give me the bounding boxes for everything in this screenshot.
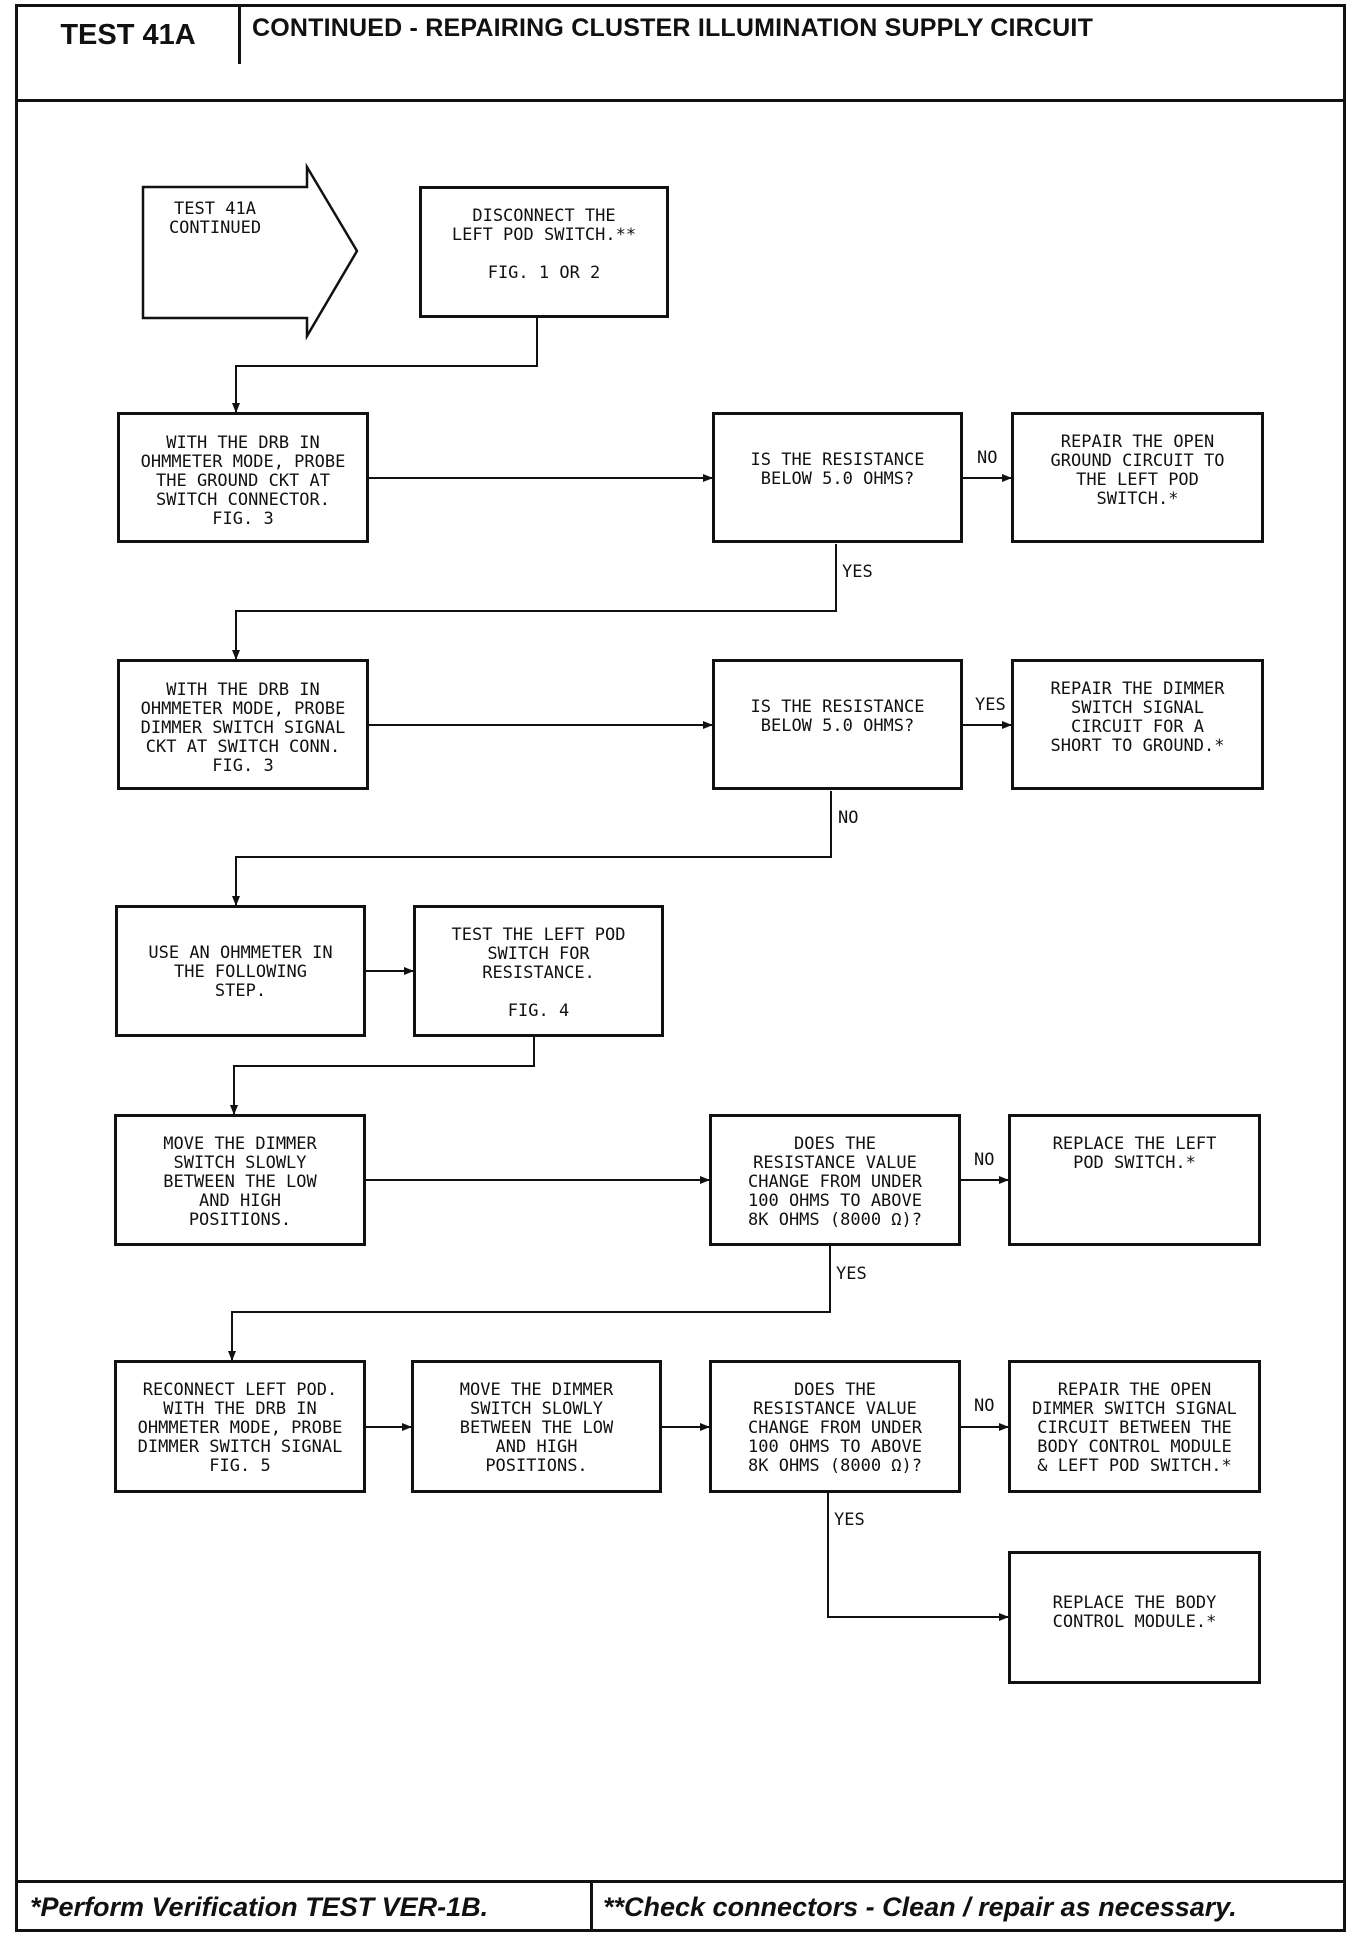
resistance-question-2: IS THE RESISTANCE BELOW 5.0 OHMS? <box>712 659 963 790</box>
branch-label-yes: YES <box>975 695 1006 715</box>
branch-label-yes: YES <box>834 1510 865 1530</box>
move-dimmer-step-1: MOVE THE DIMMER SWITCH SLOWLY BETWEEN TH… <box>114 1114 366 1246</box>
branch-label-yes: YES <box>836 1264 867 1284</box>
probe-dimmer-step: WITH THE DRB IN OHMMETER MODE, PROBE DIM… <box>117 659 369 790</box>
reconnect-pod-step: RECONNECT LEFT POD. WITH THE DRB IN OHMM… <box>114 1360 366 1493</box>
repair-ground-step: REPAIR THE OPEN GROUND CIRCUIT TO THE LE… <box>1011 412 1264 543</box>
footer-note-connectors: **Check connectors - Clean / repair as n… <box>603 1892 1237 1922</box>
disconnect-pod-switch-step: DISCONNECT THE LEFT POD SWITCH.** FIG. 1… <box>419 186 669 318</box>
branch-label-no: NO <box>974 1396 995 1416</box>
test-pod-switch-step: TEST THE LEFT POD SWITCH FOR RESISTANCE.… <box>413 905 664 1037</box>
probe-ground-step: WITH THE DRB IN OHMMETER MODE, PROBE THE… <box>117 412 369 543</box>
branch-label-no: NO <box>977 448 998 468</box>
replace-bcm-step: REPLACE THE BODY CONTROL MODULE.* <box>1008 1551 1261 1684</box>
branch-label-no: NO <box>838 808 859 828</box>
start-arrow-label: TEST 41A CONTINUED <box>168 199 262 238</box>
repair-open-dimmer-step: REPAIR THE OPEN DIMMER SWITCH SIGNAL CIR… <box>1008 1360 1261 1493</box>
resistance-question-1: IS THE RESISTANCE BELOW 5.0 OHMS? <box>712 412 963 543</box>
move-dimmer-step-2: MOVE THE DIMMER SWITCH SLOWLY BETWEEN TH… <box>411 1360 662 1493</box>
replace-pod-switch-step: REPLACE THE LEFT POD SWITCH.* <box>1008 1114 1261 1246</box>
branch-label-no: NO <box>974 1150 995 1170</box>
resistance-change-question-2: DOES THE RESISTANCE VALUE CHANGE FROM UN… <box>709 1360 961 1493</box>
page-title: CONTINUED - REPAIRING CLUSTER ILLUMINATI… <box>252 14 1094 42</box>
test-id: TEST 41A <box>18 6 241 64</box>
start-arrow-shape <box>141 162 359 341</box>
footer-note-verification: *Perform Verification TEST VER-1B. <box>30 1892 489 1922</box>
footer-band <box>15 1880 1346 1932</box>
header-band <box>15 4 1346 102</box>
repair-short-step: REPAIR THE DIMMER SWITCH SIGNAL CIRCUIT … <box>1011 659 1264 790</box>
resistance-change-question-1: DOES THE RESISTANCE VALUE CHANGE FROM UN… <box>709 1114 961 1246</box>
footer-divider <box>590 1880 593 1932</box>
branch-label-yes: YES <box>842 562 873 582</box>
use-ohmmeter-step: USE AN OHMMETER IN THE FOLLOWING STEP. <box>115 905 366 1037</box>
